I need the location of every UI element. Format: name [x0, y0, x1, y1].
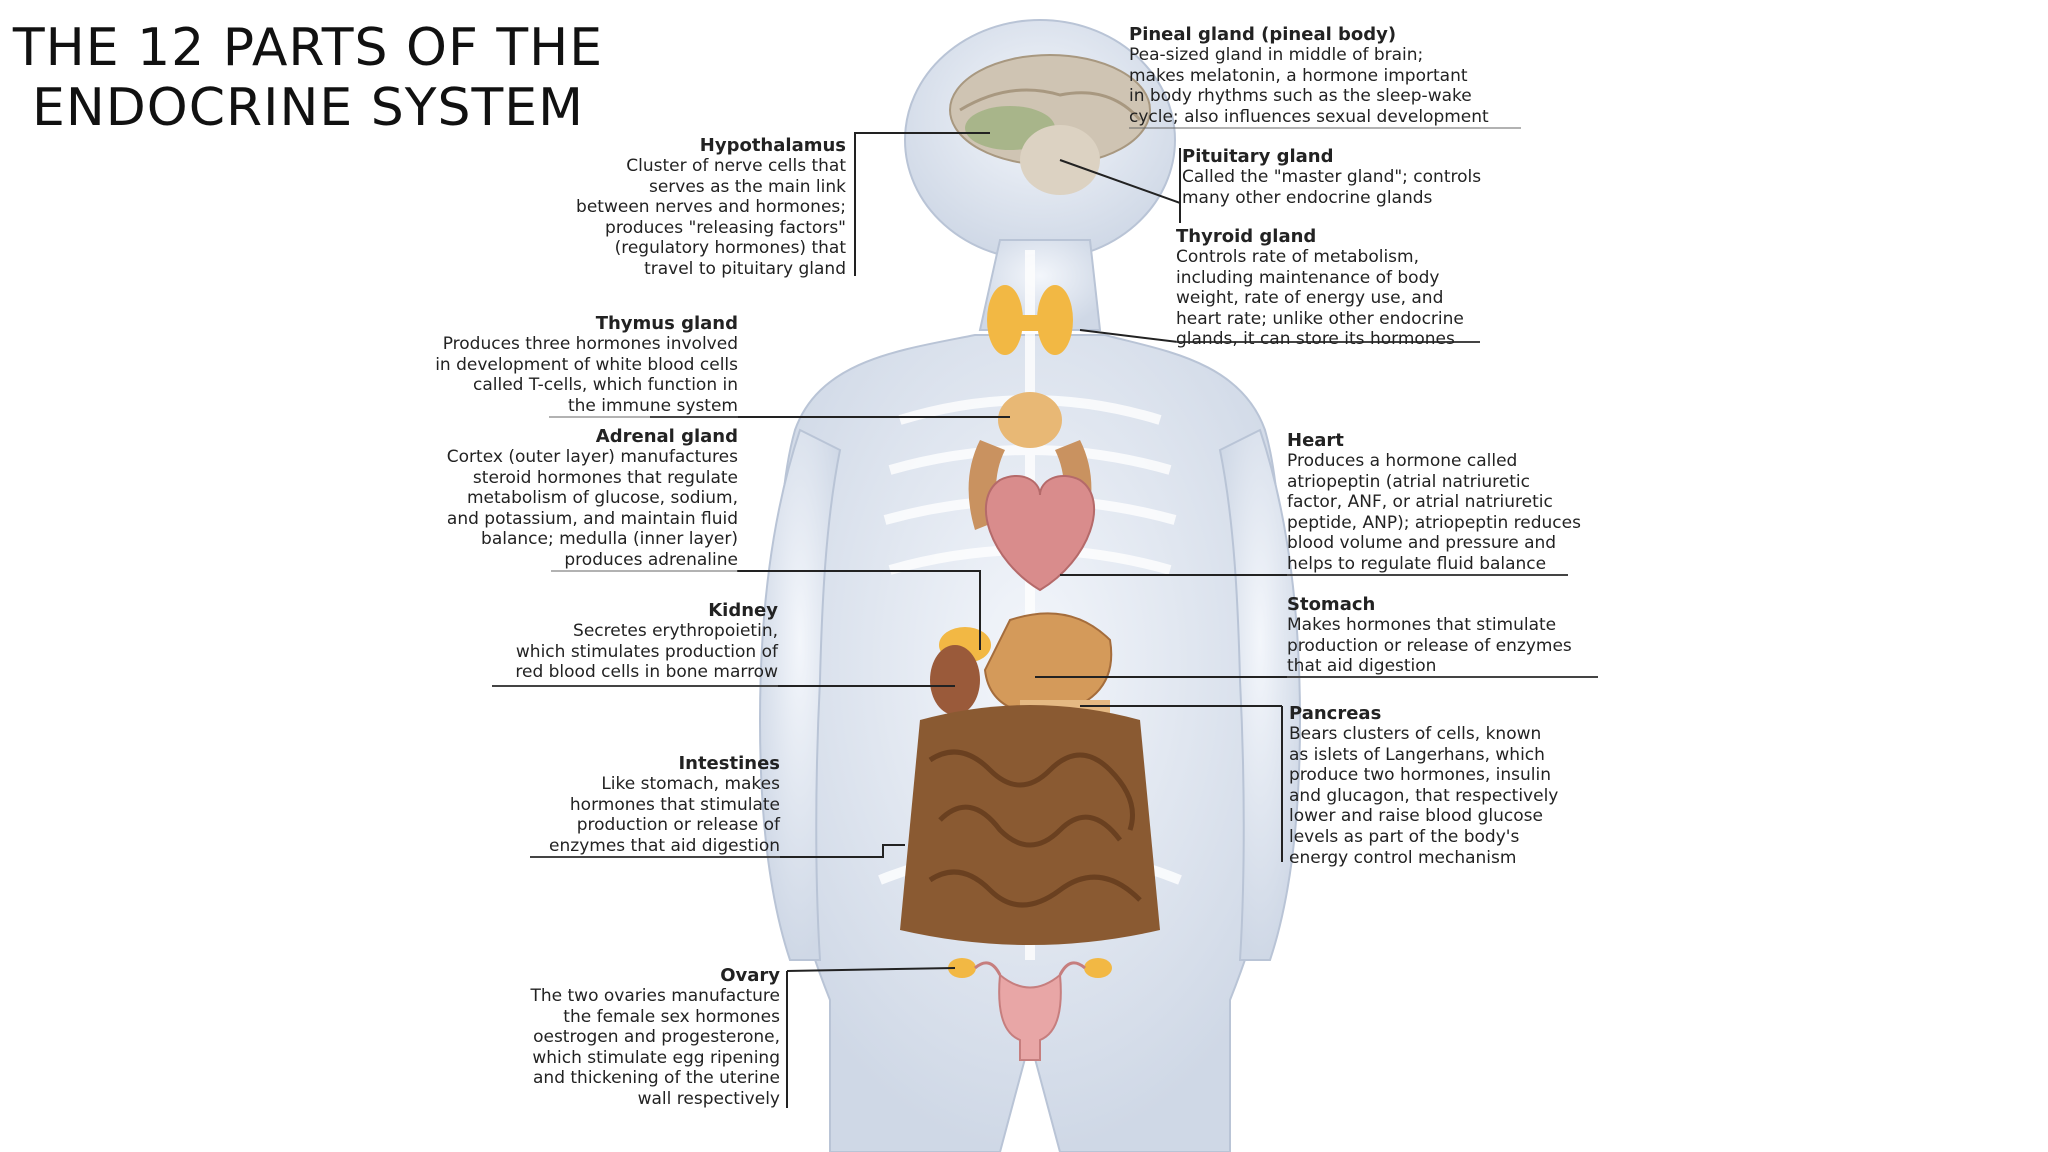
label-stomach-text: Makes hormones that stimulate production…: [1287, 615, 1572, 677]
label-stomach: Stomach Makes hormones that stimulate pr…: [1287, 594, 1572, 677]
label-thyroid-heading: Thyroid gland: [1176, 226, 1317, 247]
label-ovary-heading: Ovary: [720, 965, 780, 986]
label-pituitary: Pituitary gland Called the "master gland…: [1182, 146, 1481, 208]
label-thymus-text: Produces three hormones involved in deve…: [435, 334, 738, 416]
label-thyroid: Thyroid gland Controls rate of metabolis…: [1176, 226, 1464, 350]
label-pituitary-heading: Pituitary gland: [1182, 146, 1334, 167]
label-intestines-text: Like stomach, makes hormones that stimul…: [549, 774, 780, 856]
page-title-line-1: THE 12 PARTS OF THE: [12, 18, 604, 78]
label-adrenal: Adrenal gland Cortex (outer layer) manuf…: [400, 426, 738, 571]
abdomen-organs: [930, 612, 1113, 720]
label-intestines-heading: Intestines: [678, 753, 780, 774]
label-hypothalamus: Hypothalamus Cluster of nerve cells that…: [520, 135, 846, 280]
page-title: THE 12 PARTS OF THE ENDOCRINE SYSTEM: [8, 18, 608, 138]
label-pancreas: Pancreas Bears clusters of cells, known …: [1289, 703, 1558, 868]
label-adrenal-text: Cortex (outer layer) manufactures steroi…: [446, 447, 738, 570]
label-pituitary-text: Called the "master gland"; controls many…: [1182, 167, 1482, 208]
label-ovary-text: The two ovaries manufacture the female s…: [530, 986, 781, 1109]
label-pancreas-heading: Pancreas: [1289, 703, 1382, 724]
label-heart-text: Produces a hormone called atriopeptin (a…: [1287, 451, 1581, 574]
label-stomach-heading: Stomach: [1287, 594, 1376, 615]
heart-shape: [984, 475, 1096, 592]
label-hypothalamus-heading: Hypothalamus: [699, 135, 846, 156]
label-kidney-heading: Kidney: [708, 600, 778, 621]
label-hypothalamus-text: Cluster of nerve cells that serves as th…: [576, 156, 846, 279]
label-heart-heading: Heart: [1287, 430, 1344, 451]
label-pineal-heading: Pineal gland (pineal body): [1129, 24, 1397, 45]
label-thymus: Thymus gland Produces three hormones inv…: [400, 313, 738, 416]
uterus-ovaries: [948, 958, 1112, 1061]
label-adrenal-heading: Adrenal gland: [595, 426, 738, 447]
label-pineal: Pineal gland (pineal body) Pea-sized gla…: [1129, 24, 1489, 127]
label-heart: Heart Produces a hormone called atriopep…: [1287, 430, 1581, 575]
label-pancreas-text: Bears clusters of cells, known as islets…: [1289, 724, 1559, 868]
label-thyroid-text: Controls rate of metabolism, including m…: [1176, 247, 1464, 350]
label-ovary: Ovary The two ovaries manufacture the fe…: [470, 965, 781, 1110]
label-kidney-text: Secretes erythropoietin, which stimulate…: [515, 621, 778, 683]
label-underlines: [492, 127, 1598, 858]
intestines-shape: [900, 705, 1160, 945]
label-kidney: Kidney Secretes erythropoietin, which st…: [440, 600, 778, 683]
page-title-line-2: ENDOCRINE SYSTEM: [31, 78, 585, 138]
label-intestines: Intestines Like stomach, makes hormones …: [470, 753, 780, 856]
label-pineal-text: Pea-sized gland in middle of brain; make…: [1129, 45, 1489, 127]
label-thymus-heading: Thymus gland: [595, 313, 738, 334]
thyroid-shape: [987, 285, 1073, 355]
